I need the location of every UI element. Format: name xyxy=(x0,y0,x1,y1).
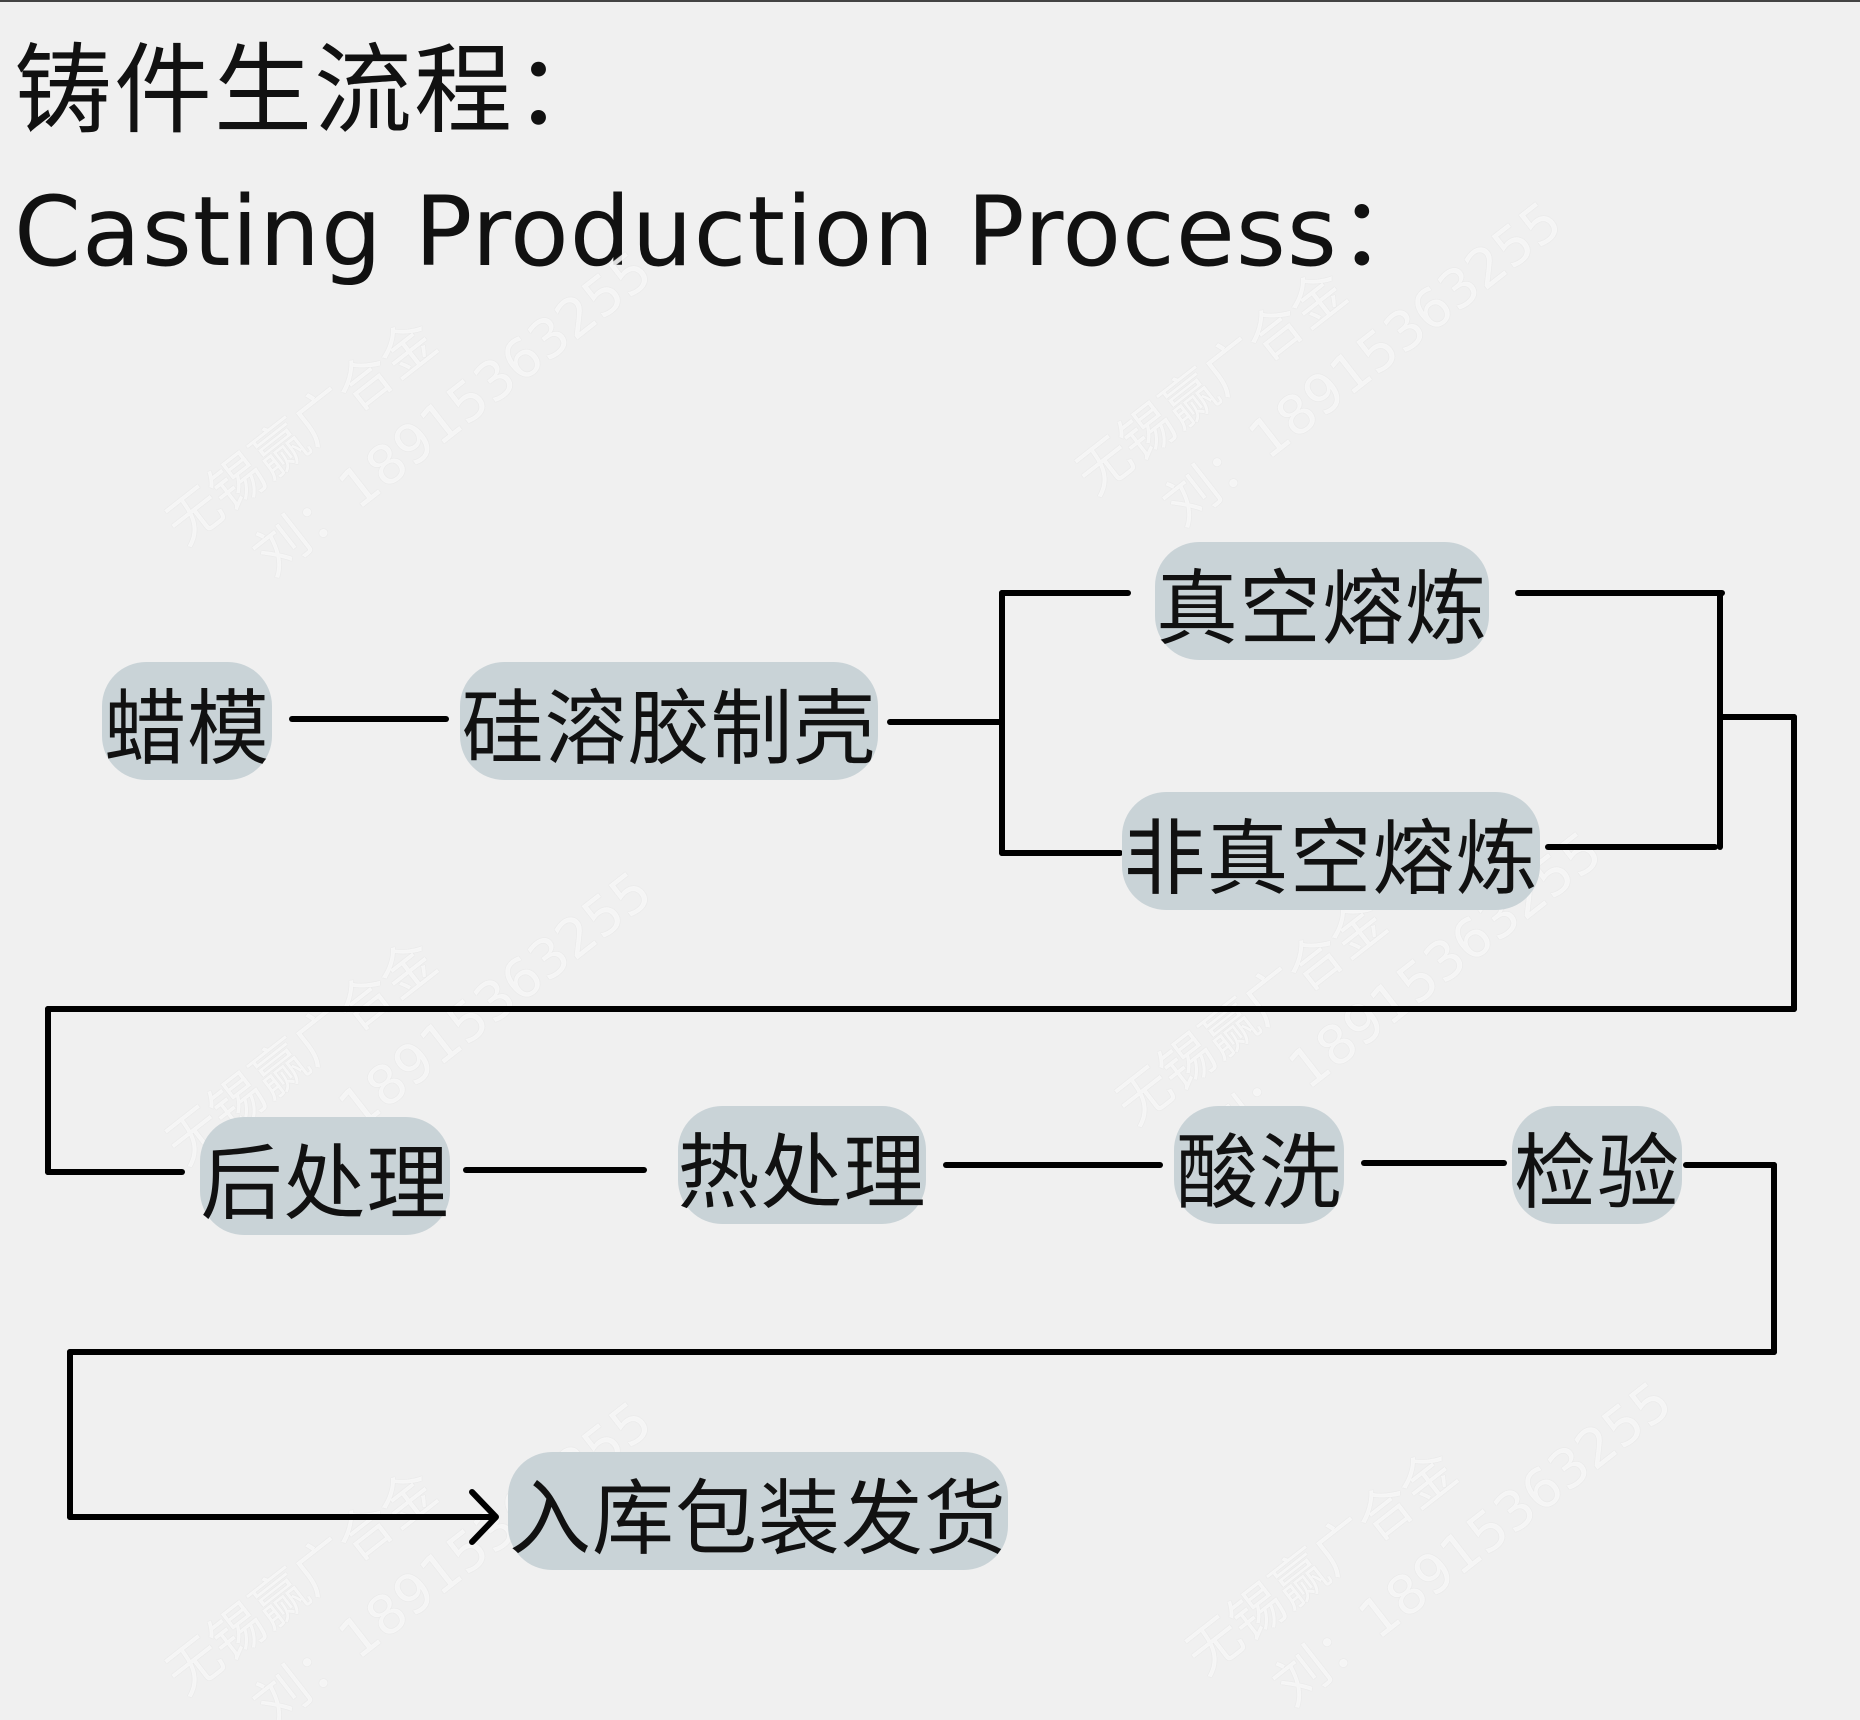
node-silica-sol-shell: 硅溶胶制壳 xyxy=(460,662,878,780)
node-heat-treatment: 热处理 xyxy=(678,1106,926,1224)
title-chinese: 铸件生流程： xyxy=(14,34,615,148)
node-non-vacuum-melting: 非真空熔炼 xyxy=(1122,792,1540,910)
title-english: Casting Production Process： xyxy=(14,176,1435,288)
node-warehousing-shipping: 入库包装发货 xyxy=(508,1452,1008,1570)
node-vacuum-melting: 真空熔炼 xyxy=(1155,542,1489,660)
node-post-processing: 后处理 xyxy=(200,1117,450,1235)
node-pickling: 酸洗 xyxy=(1174,1106,1344,1224)
arrowhead-icon xyxy=(469,1489,499,1545)
node-inspection: 检验 xyxy=(1512,1106,1682,1224)
node-wax-mold: 蜡模 xyxy=(102,662,272,780)
